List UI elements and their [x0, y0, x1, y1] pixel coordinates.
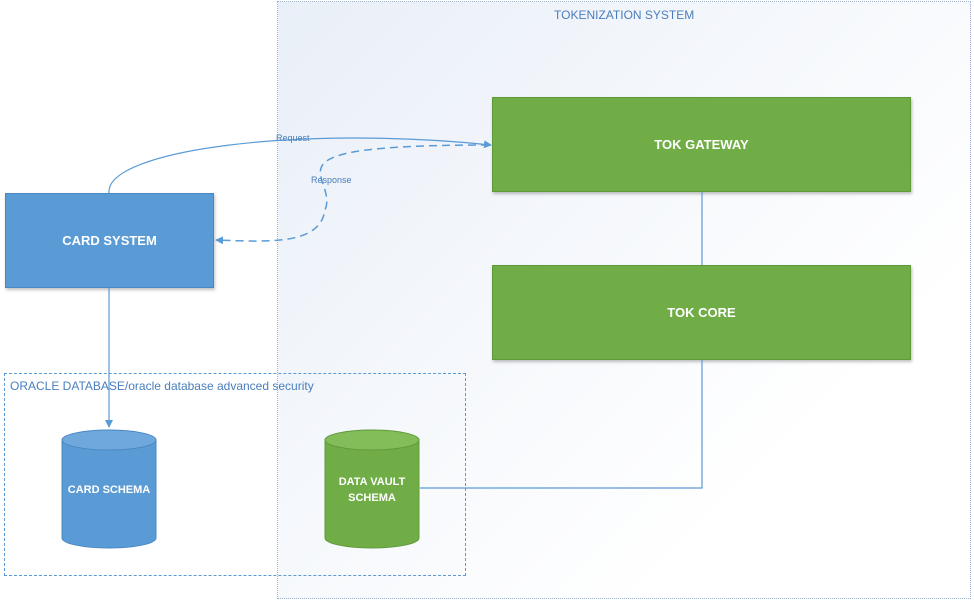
oracle-database-region: [4, 373, 466, 576]
card-system-node: CARD SYSTEM: [5, 193, 214, 288]
request-label: Request: [276, 133, 310, 143]
card-schema-label: CARD SCHEMA: [68, 484, 151, 496]
data-vault-schema-label-line2: SCHEMA: [348, 492, 396, 504]
card-system-label: CARD SYSTEM: [62, 233, 157, 248]
core-to-data-vault-connector: [420, 360, 703, 489]
tok-gateway-label: TOK GATEWAY: [654, 137, 749, 152]
request-connector: [108, 137, 492, 194]
tok-core-node: TOK CORE: [492, 265, 911, 360]
data-vault-schema-label-line1: DATA VAULT: [339, 476, 406, 488]
tok-gateway-node: TOK GATEWAY: [492, 97, 911, 192]
data-vault-schema-cylinder: DATA VAULT SCHEMA: [324, 429, 420, 549]
response-connector: [215, 144, 490, 245]
card-schema-cylinder: CARD SCHEMA: [61, 429, 157, 549]
tok-core-label: TOK CORE: [667, 305, 736, 320]
oracle-database-title: ORACLE DATABASE/oracle database advanced…: [10, 379, 314, 393]
tokenization-system-title: TOKENIZATION SYSTEM: [554, 8, 695, 22]
response-label: Response: [311, 175, 352, 185]
